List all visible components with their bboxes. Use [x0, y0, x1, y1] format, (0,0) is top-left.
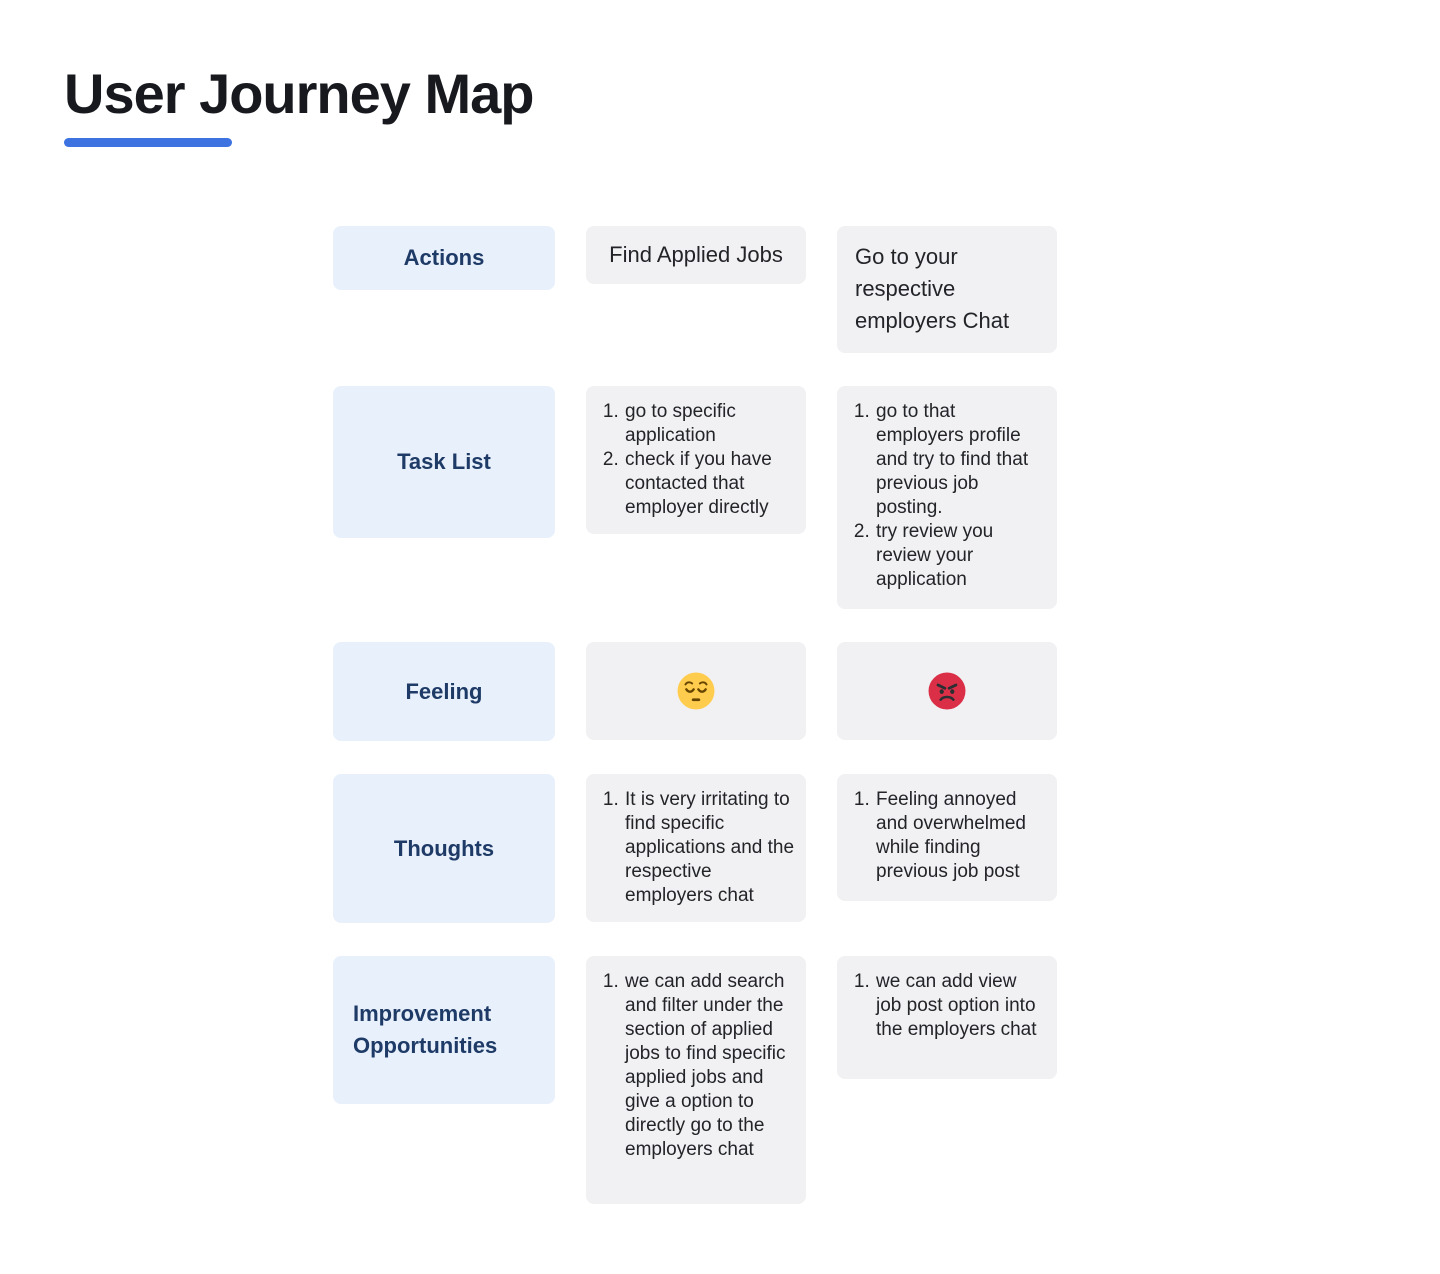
page-title: User Journey Map [64, 62, 535, 125]
row-label-text: Task List [397, 449, 491, 475]
cell-thoughts-annoyed: Feeling annoyed and overwhelmed while fi… [837, 774, 1057, 901]
cell-feeling-pensive [586, 642, 806, 740]
journey-row-actions: Actions Find Applied Jobs Go to your res… [333, 226, 1088, 353]
row-label-text: Improvement Opportunities [353, 1001, 498, 1058]
improvement-list: we can add view job post option into the… [849, 970, 1045, 1042]
cell-find-applied-jobs: Find Applied Jobs [586, 226, 806, 284]
cell-improvement-view-job-post: we can add view job post option into the… [837, 956, 1057, 1079]
row-label-feeling: Feeling [333, 642, 555, 741]
journey-row-feeling: Feeling [333, 642, 1088, 741]
title-accent-bar [64, 138, 232, 147]
pensive-face-icon [677, 672, 715, 710]
row-label-text: Thoughts [393, 835, 495, 861]
cell-feeling-angry [837, 642, 1057, 740]
angry-face-icon [928, 672, 966, 710]
list-item: try review you review your application [875, 520, 1045, 592]
user-journey-map-page: User Journey Map Actions Find Applied Jo… [0, 0, 1440, 1204]
row-label-text: Feeling [405, 678, 483, 704]
journey-row-improvement-opportunities: Improvement Opportunities we can add sea… [333, 956, 1088, 1204]
task-list: go to specific application check if you … [598, 400, 794, 520]
cell-improvement-search-filter: we can add search and filter under the s… [586, 956, 806, 1204]
list-item: check if you have contacted that employe… [624, 448, 794, 520]
task-list: go to that employers profile and try to … [849, 400, 1045, 592]
journey-map-grid: Actions Find Applied Jobs Go to your res… [333, 226, 1088, 1204]
list-item: we can add view job post option into the… [875, 970, 1045, 1042]
cell-go-to-employers-chat: Go to your respective employers Chat [837, 226, 1057, 353]
row-label-improvement-opportunities: Improvement Opportunities [333, 956, 555, 1104]
row-label-text: Actions [403, 245, 485, 271]
list-item: go to that employers profile and try to … [875, 400, 1045, 520]
improvement-list: we can add search and filter under the s… [598, 970, 794, 1162]
journey-row-thoughts: Thoughts It is very irritating to find s… [333, 774, 1088, 923]
list-item: we can add search and filter under the s… [624, 970, 794, 1162]
list-item: Feeling annoyed and overwhelmed while fi… [875, 788, 1045, 884]
cell-thoughts-irritating: It is very irritating to find specific a… [586, 774, 806, 922]
row-label-thoughts: Thoughts [333, 774, 555, 923]
cell-task-list-employers-chat: go to that employers profile and try to … [837, 386, 1057, 609]
thoughts-list: Feeling annoyed and overwhelmed while fi… [849, 788, 1045, 884]
list-item: It is very irritating to find specific a… [624, 788, 794, 908]
cell-text: Go to your respective employers Chat [855, 244, 1010, 333]
cell-task-list-find-jobs: go to specific application check if you … [586, 386, 806, 534]
thoughts-list: It is very irritating to find specific a… [598, 788, 794, 908]
cell-text: Find Applied Jobs [609, 242, 783, 267]
row-label-task-list: Task List [333, 386, 555, 538]
journey-row-task-list: Task List go to specific application che… [333, 386, 1088, 609]
list-item: go to specific application [624, 400, 794, 448]
row-label-actions: Actions [333, 226, 555, 290]
